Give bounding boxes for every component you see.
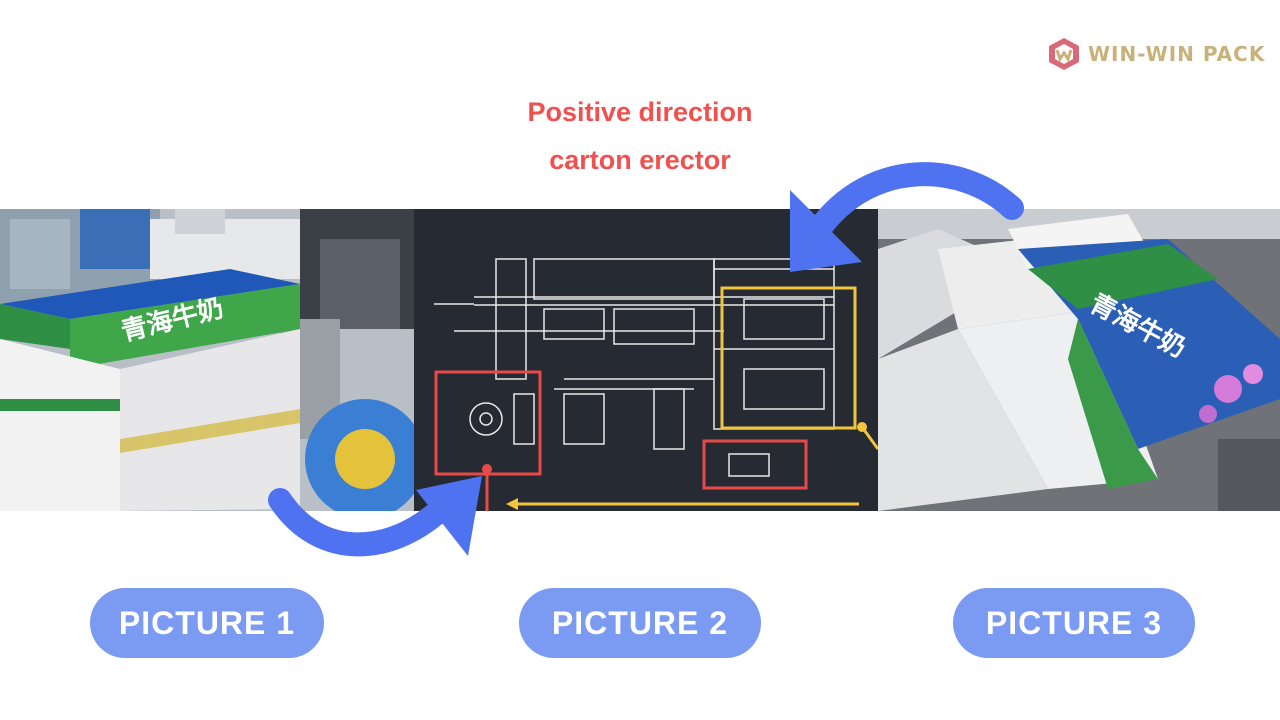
headline-line-1: Positive direction <box>527 97 753 127</box>
brand-name: WIN-WIN PACK <box>1088 42 1266 66</box>
headline: Positive direction carton erector <box>470 88 810 184</box>
headline-line-2: carton erector <box>549 145 731 175</box>
brand-logo: WIN-WIN PACK <box>1046 36 1264 72</box>
picture-2-cad-drawing <box>414 209 878 511</box>
picture-1-label: PICTURE 1 <box>90 588 324 658</box>
picture-1-photo: 青海牛奶 <box>0 209 414 511</box>
picture-2-label: PICTURE 2 <box>519 588 761 658</box>
picture-3-photo: 青海牛奶 <box>878 209 1280 511</box>
win-win-pack-logo-icon <box>1049 38 1079 70</box>
picture-3-label: PICTURE 3 <box>953 588 1195 658</box>
